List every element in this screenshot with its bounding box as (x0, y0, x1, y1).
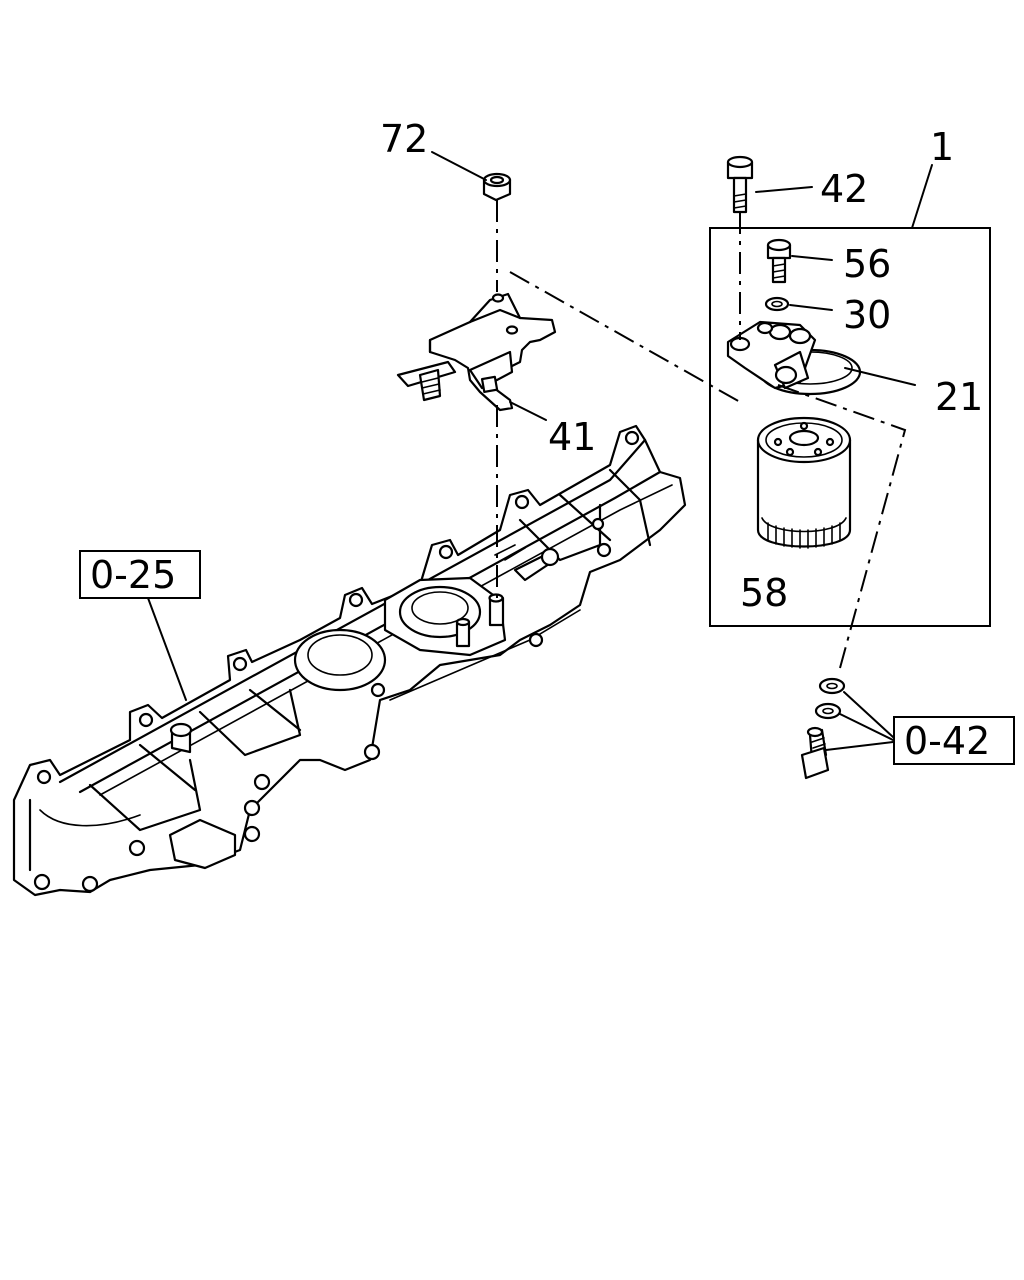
manifold-rail-top (58, 438, 647, 784)
mounting-hardware-drawing (800, 677, 846, 780)
manifold-port-1 (293, 628, 387, 692)
reference-0-42[interactable]: 0-42 (893, 716, 1015, 765)
filter-head-drawing (726, 320, 862, 396)
leader-lines (147, 151, 933, 751)
bracket-drawing (396, 292, 557, 412)
nut-drawing (482, 172, 512, 202)
callout-58: 58 (740, 571, 788, 615)
callout-1: 1 (930, 125, 954, 169)
manifold-rail-fold (99, 484, 673, 796)
reference-0-25-label: 0-25 (90, 553, 176, 597)
assembly-box (709, 227, 991, 627)
callout-56: 56 (843, 242, 891, 286)
washer-lower (814, 702, 842, 720)
bolt-56-drawing (766, 238, 792, 284)
bolt-42-drawing (726, 155, 754, 214)
filter-cartridge-drawing (756, 416, 852, 549)
callout-30: 30 (843, 293, 891, 337)
manifold-drawing (12, 424, 687, 897)
assembly-lines (496, 200, 907, 669)
washer-upper (818, 677, 846, 695)
callout-42: 42 (820, 167, 868, 211)
reference-0-25[interactable]: 0-25 (79, 550, 201, 599)
callout-21: 21 (935, 375, 983, 419)
callout-72: 72 (380, 117, 428, 161)
manifold-rail-inner (78, 470, 662, 794)
filter-canister (756, 438, 852, 548)
callout-41: 41 (548, 415, 596, 459)
reference-0-42-label: 0-42 (904, 719, 990, 763)
washer-30 (764, 296, 790, 312)
